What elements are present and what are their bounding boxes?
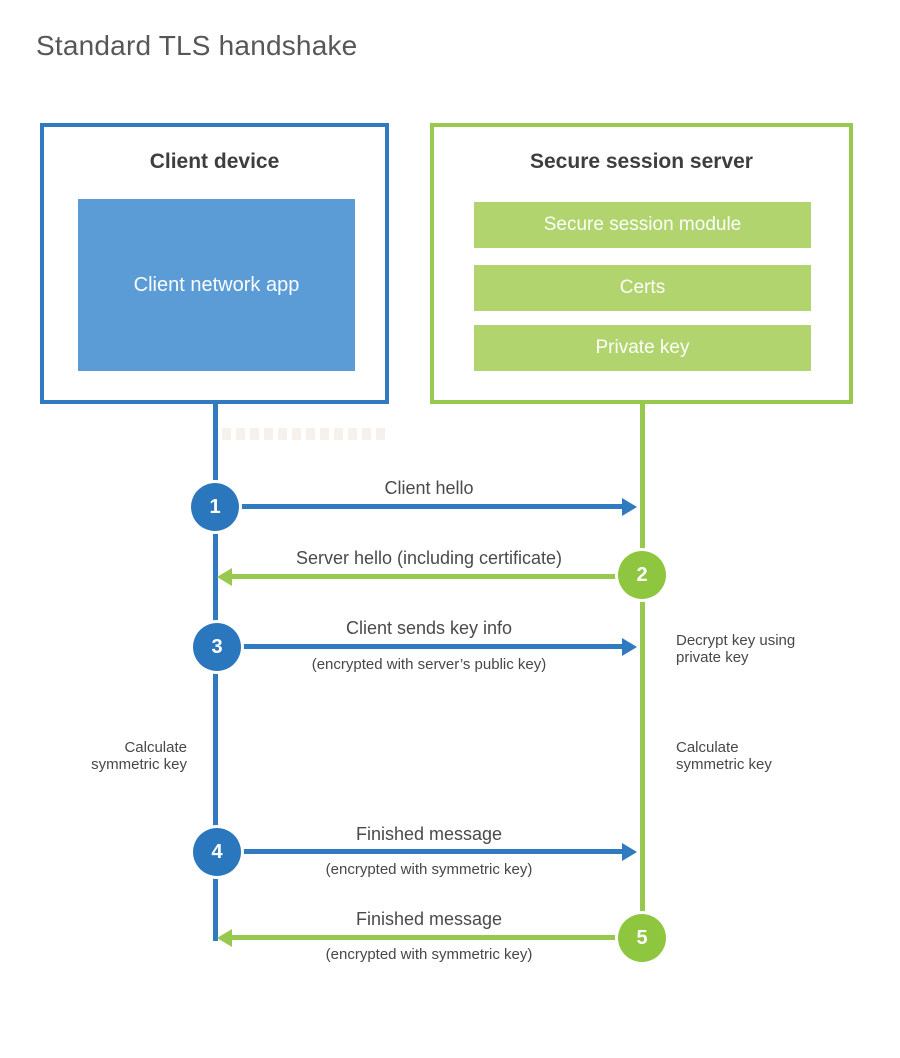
arrow-step2-left-arrowhead-icon <box>217 568 232 586</box>
client-device-box: Client device Client network app <box>40 123 389 404</box>
step3-label: Client sends key info <box>345 618 513 638</box>
arrow-step1-line <box>215 504 623 509</box>
arrow-step5-line <box>232 935 642 940</box>
secure-session-server-title: Secure session server <box>530 150 753 173</box>
step5-label: Finished message <box>355 909 503 929</box>
step5-number-badge: 5 <box>618 914 666 962</box>
arrow-step2-line <box>232 574 642 579</box>
arrow-step4-line <box>217 849 623 854</box>
decrypt-key-note: Decrypt key using private key <box>676 632 796 666</box>
step1-label: Client hello <box>384 478 474 498</box>
step3-sublabel: (encrypted with server’s public key) <box>311 656 547 673</box>
client-device-title: Client device <box>149 150 280 173</box>
step2-label: Server hello (including certificate) <box>295 548 563 568</box>
arrow-step3-line <box>217 644 623 649</box>
server-lifeline <box>640 404 645 938</box>
client-network-app-label: Client network app <box>133 274 300 296</box>
calculate-symmetric-key-note-client: Calculate symmetric key <box>91 739 187 773</box>
client-network-app-box: Client network app <box>78 199 355 371</box>
faint-dashed-line <box>222 428 386 440</box>
arrow-step3-right-arrowhead-icon <box>622 638 637 656</box>
step5-sublabel: (encrypted with symmetric key) <box>325 946 533 963</box>
diagram-title: Standard TLS handshake <box>36 30 358 61</box>
server-module-secure-session: Secure session module <box>474 202 811 248</box>
step1-number-badge: 1 <box>191 483 239 531</box>
step3-number-badge: 3 <box>193 623 241 671</box>
secure-session-server-box: Secure session server Secure session mod… <box>430 123 853 404</box>
server-module-private-key: Private key <box>474 325 811 371</box>
step4-sublabel: (encrypted with symmetric key) <box>325 861 533 878</box>
calculate-symmetric-key-note-server: Calculate symmetric key <box>676 739 772 773</box>
arrow-step1-right-arrowhead-icon <box>622 498 637 516</box>
arrow-step4-right-arrowhead-icon <box>622 843 637 861</box>
step4-number-badge: 4 <box>193 828 241 876</box>
client-lifeline <box>213 404 218 941</box>
arrow-step5-left-arrowhead-icon <box>217 929 232 947</box>
server-module-certs: Certs <box>474 265 811 311</box>
step2-number-badge: 2 <box>618 551 666 599</box>
step4-label: Finished message <box>355 824 503 844</box>
